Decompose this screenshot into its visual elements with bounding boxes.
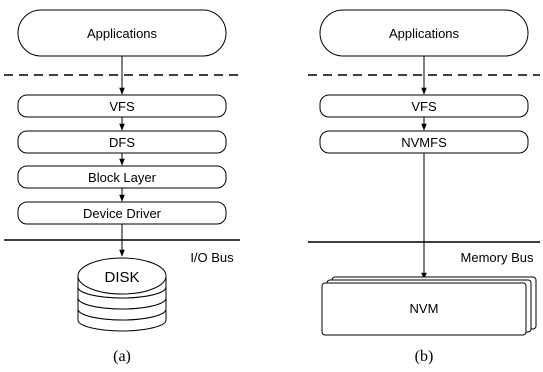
panel-a: Applications VFS DFS Block Layer Device … <box>4 9 240 365</box>
applications-label-b: Applications <box>389 26 460 41</box>
vfs-label-b: VFS <box>411 99 437 114</box>
device-driver-label: Device Driver <box>83 206 162 221</box>
nvm-stack <box>321 276 537 336</box>
panel-b: Applications VFS NVMFS Memory Bus NVM (b… <box>308 9 540 365</box>
vfs-label-a: VFS <box>109 99 135 114</box>
memory-bus-label: Memory Bus <box>461 250 534 265</box>
caption-b: (b) <box>415 348 434 365</box>
disk-icon <box>77 257 167 332</box>
block-layer-label: Block Layer <box>88 170 157 185</box>
dfs-label: DFS <box>109 135 135 150</box>
nvm-label: NVM <box>410 301 439 316</box>
applications-label-a: Applications <box>87 26 158 41</box>
nvmfs-label: NVMFS <box>401 135 447 150</box>
io-bus-label: I/O Bus <box>190 250 234 265</box>
disk-label: DISK <box>104 269 139 286</box>
caption-a: (a) <box>113 348 131 365</box>
